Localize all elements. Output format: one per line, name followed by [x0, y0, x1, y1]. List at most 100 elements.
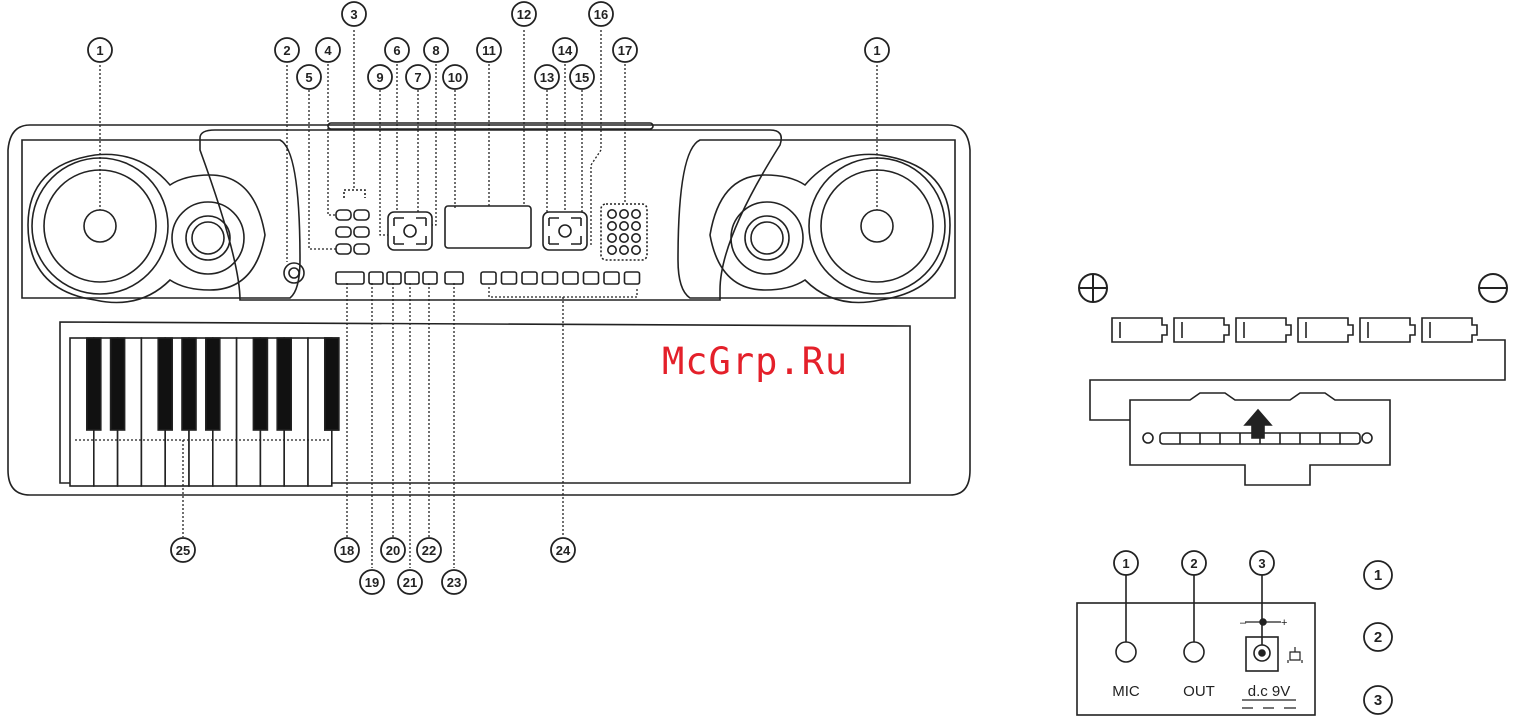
- callout-23-number: 22: [422, 543, 436, 558]
- callout-5: 4: [316, 38, 340, 62]
- panel-button: [336, 272, 364, 284]
- jack-callout-1: 1: [1114, 551, 1138, 575]
- keypad-button: [632, 222, 640, 230]
- keypad-button: [620, 210, 628, 218]
- black-key: [325, 338, 339, 430]
- button-row-left: [336, 272, 463, 284]
- panel-button: [387, 272, 401, 284]
- jack-callout-3: 3: [1250, 551, 1274, 575]
- legend-callout-2: 2: [1364, 623, 1392, 651]
- callout-21: 20: [381, 538, 405, 562]
- callout-7: 6: [385, 38, 409, 62]
- callout-24-number: 23: [447, 575, 461, 590]
- keypad-button: [608, 246, 616, 254]
- callout-17: 16: [589, 2, 613, 26]
- black-key: [182, 338, 196, 430]
- mic-knob: [284, 263, 304, 283]
- callout-12-number: 11: [482, 43, 496, 58]
- callout-19: 18: [335, 538, 359, 562]
- keypad-button: [608, 222, 616, 230]
- left-speaker: [28, 154, 265, 302]
- callout-14-number: 13: [540, 70, 554, 85]
- black-key: [206, 338, 220, 430]
- panel-button: [543, 272, 558, 284]
- callout-16: 15: [570, 65, 594, 89]
- panel-button: [481, 272, 496, 284]
- jack-callout-2-number: 2: [1190, 556, 1197, 571]
- keypad-dots: [608, 210, 640, 254]
- panel-button: [369, 272, 383, 284]
- callout-24: 23: [442, 570, 466, 594]
- callout-11: 10: [443, 65, 467, 89]
- watermark: McGrp.Ru: [662, 340, 848, 383]
- panel-button: [604, 272, 619, 284]
- callout-1: 1: [88, 38, 112, 62]
- jack-callout-2: 2: [1182, 551, 1206, 575]
- callout-1-number: 1: [96, 43, 103, 58]
- black-key: [158, 338, 172, 430]
- keypad-button: [620, 246, 628, 254]
- callout-22: 21: [398, 570, 422, 594]
- callout-18: 17: [613, 38, 637, 62]
- dc-label: d.c 9V: [1248, 683, 1291, 700]
- callout-9: 8: [424, 38, 448, 62]
- callout-22-number: 21: [403, 575, 417, 590]
- battery-diagram: [1079, 274, 1507, 485]
- black-key: [253, 338, 267, 430]
- callout-2-number: 1: [873, 43, 880, 58]
- keypad-button: [620, 234, 628, 242]
- callout-3: 2: [275, 38, 299, 62]
- function-buttons: [336, 190, 369, 254]
- legend-callout-2-number: 2: [1374, 629, 1382, 646]
- callout-18-number: 17: [618, 43, 632, 58]
- legend-callout-3-number: 3: [1374, 692, 1382, 709]
- black-key: [111, 338, 125, 430]
- out-label: OUT: [1183, 683, 1215, 700]
- jack-callouts: 1 2 3: [1114, 551, 1274, 575]
- callout-6-number: 5: [305, 70, 312, 85]
- leader-lines: [75, 30, 877, 568]
- callout-10: 9: [368, 65, 392, 89]
- keypad-button: [620, 222, 628, 230]
- black-key: [87, 338, 101, 430]
- callout-4: 3: [342, 2, 366, 26]
- polarity-minus: –: [1240, 617, 1247, 629]
- jack-callout-3-number: 3: [1258, 556, 1265, 571]
- lcd-display: [445, 206, 531, 248]
- callout-8-number: 7: [414, 70, 421, 85]
- callout-26-number: 25: [176, 543, 190, 558]
- callout-13-number: 12: [517, 7, 531, 22]
- callout-16-number: 15: [575, 70, 589, 85]
- callout-15: 14: [553, 38, 577, 62]
- callout-17-number: 16: [594, 7, 608, 22]
- callout-25: 24: [551, 538, 575, 562]
- panel-button: [445, 272, 463, 284]
- panel-button: [584, 272, 599, 284]
- callout-3-number: 2: [283, 43, 290, 58]
- callout-4-number: 3: [350, 7, 357, 22]
- callout-23: 22: [417, 538, 441, 562]
- legend-callouts: 123: [1364, 561, 1392, 714]
- button-row-right: [481, 272, 640, 284]
- callout-10-number: 9: [376, 70, 383, 85]
- callout-15-number: 14: [558, 43, 573, 58]
- panel-button: [423, 272, 437, 284]
- callout-14: 13: [535, 65, 559, 89]
- panel-button: [522, 272, 537, 284]
- callout-2: 1: [865, 38, 889, 62]
- callout-19-number: 18: [340, 543, 354, 558]
- mic-label: MIC: [1112, 683, 1140, 700]
- callout-11-number: 10: [448, 70, 462, 85]
- jack-callout-1-number: 1: [1122, 556, 1129, 571]
- callout-6: 5: [297, 65, 321, 89]
- right-control-pad: [543, 212, 587, 250]
- piano-keys: [70, 338, 339, 486]
- callout-9-number: 8: [432, 43, 439, 58]
- panel-button: [563, 272, 578, 284]
- panel-button: [405, 272, 419, 284]
- black-key: [277, 338, 291, 430]
- keypad-button: [608, 210, 616, 218]
- panel-button: [502, 272, 517, 284]
- left-control-pad: [388, 212, 432, 250]
- callout-25-number: 24: [556, 543, 571, 558]
